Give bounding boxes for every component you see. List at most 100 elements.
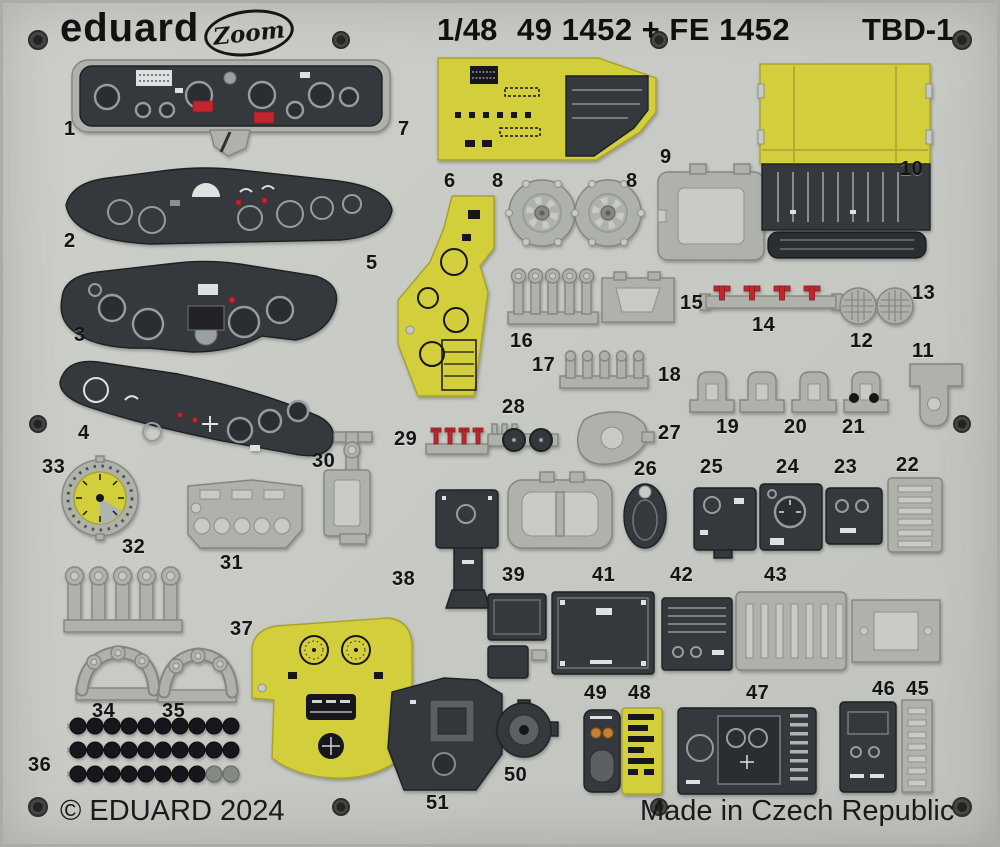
part-1-instrument-panel (71, 59, 391, 157)
part-number-label: 43 (764, 564, 788, 586)
model-name: TBD-1 (862, 12, 954, 47)
part-number-label: 33 (42, 456, 66, 478)
part-25-panel (693, 487, 757, 559)
part-30-strut-frame (323, 431, 373, 545)
part-number-label: 47 (746, 682, 770, 704)
part-26-oval-pad (623, 483, 667, 549)
windshield-frame-part (507, 471, 613, 549)
part-12-mesh-discs (839, 287, 914, 325)
part-number-label: 24 (776, 456, 800, 478)
part-number-label: 1 (64, 118, 76, 140)
part-number-label: 46 (872, 678, 896, 700)
part-21-clip (843, 371, 889, 413)
part-number-label: 31 (220, 552, 244, 574)
part-32-loop-comb (63, 566, 183, 633)
part-29-red-pin-strip (425, 427, 489, 455)
part-37-yellow-panel (251, 617, 413, 779)
part-number-label: 26 (634, 458, 658, 480)
part-27-clamp (577, 411, 655, 465)
part-3-instrument-panel (60, 260, 338, 353)
part-number-label: 12 (850, 330, 874, 352)
part-8-disc-right (571, 179, 645, 247)
part-number-label: 41 (592, 564, 616, 586)
part-number-label: 28 (502, 396, 526, 418)
part-28-disc-bar (487, 423, 559, 452)
part-49-lamp-panel (583, 709, 621, 793)
part-number-label: 9 (660, 146, 672, 168)
zoom-logo-text: Zoom (211, 15, 287, 51)
part-31-drilled-plate (187, 479, 303, 549)
part-41-large-plate (551, 591, 655, 675)
part-number-label: 19 (716, 416, 740, 438)
part-number-label: 16 (510, 330, 534, 352)
part-18-clip (689, 371, 735, 413)
copyright-text: © EDUARD 2024 (60, 795, 285, 827)
part-number-label: 14 (752, 314, 776, 336)
part-8-disc-left (505, 179, 579, 247)
part-7-yellow-panel (437, 57, 657, 161)
part-number-label: 32 (122, 536, 146, 558)
part-24-gauge-panel (759, 483, 823, 551)
part-number-label: 8 (492, 170, 504, 192)
part-number-label: 42 (670, 564, 694, 586)
part-34-arch-comb (75, 645, 161, 701)
part-number-label: 5 (366, 252, 378, 274)
part-number-label: 13 (912, 282, 936, 304)
part-47-radio-panel (677, 707, 817, 795)
part-39-boxes (487, 593, 547, 679)
part-number-label: 20 (784, 416, 808, 438)
part-number-label: 2 (64, 230, 76, 252)
part-number-label: 30 (312, 450, 336, 472)
part-number-label: 18 (658, 364, 682, 386)
part-38-t-panel (435, 489, 499, 609)
part-16-comb (507, 268, 599, 325)
part-number-label: 25 (700, 456, 724, 478)
product-code: 49 1452 + FE 1452 (517, 12, 791, 47)
part-number-label: 8 (626, 170, 638, 192)
part-19-clip (739, 371, 785, 413)
part-2-panel (65, 167, 393, 245)
part-36-grommet-rows (67, 717, 240, 783)
part-5-6-yellow-console (397, 195, 495, 397)
part-number-label: 38 (392, 568, 416, 590)
part-number-label: 35 (162, 700, 186, 722)
part-20-clip (791, 371, 837, 413)
part-15-frame (601, 271, 675, 323)
part-number-label: 49 (584, 682, 608, 704)
eduard-brand-logo: eduard (60, 6, 200, 50)
part-45-ladder-strip (901, 699, 933, 793)
part-number-label: 51 (426, 792, 450, 814)
part-number-label: 50 (504, 764, 528, 786)
part-13-red-pin-bar (699, 285, 843, 311)
part-35-arch-comb (157, 647, 239, 703)
part-23-panel (825, 487, 883, 545)
part-50-round-hatch (496, 699, 559, 758)
part-17-comb (559, 350, 649, 389)
part-number-label: 22 (896, 454, 920, 476)
part-48-placard-strip (621, 707, 663, 795)
part-number-label: 36 (28, 754, 52, 776)
part-51-deck-panel (387, 677, 503, 791)
part-number-label: 11 (912, 340, 935, 362)
part-number-label: 3 (74, 324, 86, 346)
part-number-label: 15 (680, 292, 704, 314)
bracket-part-right (851, 599, 941, 663)
sheet-holes (28, 30, 972, 817)
part-22-ladder-plate (887, 477, 943, 553)
part-10-console-box (757, 63, 933, 259)
part-11-bracket (909, 363, 963, 427)
part-number-label: 23 (834, 456, 858, 478)
part-46-panel (839, 701, 897, 793)
part-number-label: 7 (398, 118, 410, 140)
part-43-grille (735, 591, 847, 671)
part-number-label: 27 (658, 422, 682, 444)
part-number-label: 4 (78, 422, 90, 444)
part-number-label: 34 (92, 700, 116, 722)
part-number-label: 21 (842, 416, 866, 438)
part-4-curved-panel (59, 360, 335, 457)
part-number-label: 17 (532, 354, 556, 376)
part-number-label: 48 (628, 682, 652, 704)
